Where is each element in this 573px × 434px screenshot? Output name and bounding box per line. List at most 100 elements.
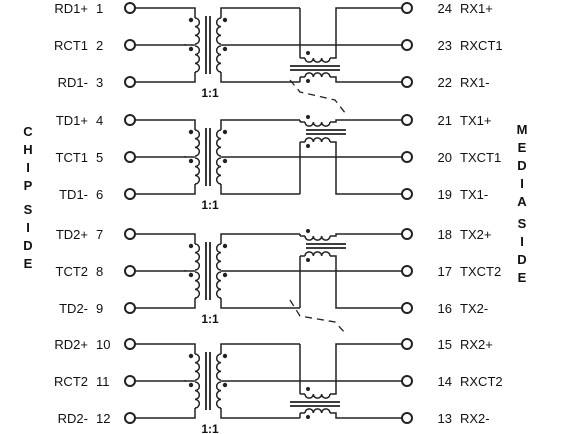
right-pin-number: 14 <box>438 374 452 389</box>
polarity-dot <box>222 158 228 164</box>
winding-coil <box>194 129 201 157</box>
left-pin-number: 1 <box>96 1 103 16</box>
secondary-lead <box>220 343 300 354</box>
turns-ratio-label: 1:1 <box>201 312 219 326</box>
right-pin-number: 22 <box>438 75 452 90</box>
right-pin-name: RX1+ <box>460 1 493 16</box>
polarity-dot <box>222 129 228 135</box>
chip-side-letter: S <box>24 202 33 217</box>
primary-lead <box>135 72 196 83</box>
secondary-lead <box>220 7 300 18</box>
media-side-letter: E <box>518 270 527 285</box>
media-side-letter: E <box>518 140 527 155</box>
right-pin-terminal <box>401 302 413 314</box>
polarity-dot <box>188 272 194 278</box>
right-pin-number: 18 <box>438 227 452 242</box>
secondary-lead <box>220 119 300 130</box>
center-tap-lead <box>135 270 186 272</box>
left-pin-number: 5 <box>96 150 103 165</box>
polarity-dot <box>306 229 310 233</box>
chip-side-letter: C <box>23 124 33 139</box>
left-pin-terminal <box>124 338 136 350</box>
secondary-lead <box>220 298 300 309</box>
right-pin-number: 19 <box>438 187 452 202</box>
right-pin-number: 23 <box>438 38 452 53</box>
choke-coil <box>304 121 331 127</box>
left-pin-terminal <box>124 76 136 88</box>
right-pin-terminal <box>401 151 413 163</box>
turns-ratio-label: 1:1 <box>201 198 219 212</box>
primary-lead <box>135 233 196 244</box>
choke-lead <box>330 255 402 309</box>
choke-coil <box>304 72 331 78</box>
right-pin-number: 21 <box>438 113 452 128</box>
choke-coil <box>304 408 331 414</box>
polarity-dot <box>306 258 310 262</box>
left-pin-terminal <box>124 188 136 200</box>
choke-coil <box>304 393 331 399</box>
right-pin-number: 20 <box>438 150 452 165</box>
chip-side-letter: D <box>23 238 32 253</box>
winding-coil <box>194 17 201 45</box>
polarity-dot <box>188 353 194 359</box>
secondary-lead <box>220 408 300 419</box>
chip-side-letter: I <box>26 160 30 175</box>
winding-coil <box>215 271 222 299</box>
left-pin-terminal <box>124 39 136 51</box>
right-pin-name: TXCT1 <box>460 150 501 165</box>
winding-coil <box>194 381 201 409</box>
left-pin-name: TD1- <box>59 187 88 202</box>
primary-lead <box>135 408 196 419</box>
left-pin-number: 7 <box>96 227 103 242</box>
primary-lead <box>135 298 196 309</box>
polarity-dot <box>306 144 310 148</box>
polarity-dot <box>222 17 228 23</box>
polarity-dot <box>306 79 310 83</box>
secondary-lead <box>220 184 300 195</box>
right-pin-number: 17 <box>438 264 452 279</box>
winding-coil <box>194 271 201 299</box>
polarity-dot <box>188 243 194 249</box>
chip-side-letter: E <box>24 256 33 271</box>
turns-ratio-label: 1:1 <box>201 86 219 100</box>
left-pin-terminal <box>124 375 136 387</box>
channel-2 <box>124 114 413 200</box>
left-pin-name: TD2- <box>59 301 88 316</box>
left-pin-terminal <box>124 265 136 277</box>
polarity-dot <box>222 382 228 388</box>
center-tap-lead <box>135 380 186 382</box>
media-side-letter: A <box>517 194 527 209</box>
left-pin-terminal <box>124 151 136 163</box>
turns-ratio-label: 1:1 <box>201 422 219 434</box>
polarity-dot <box>188 158 194 164</box>
left-pin-terminal <box>124 412 136 424</box>
left-pin-name: RD1+ <box>54 1 88 16</box>
left-pin-number: 8 <box>96 264 103 279</box>
winding-coil <box>215 243 222 271</box>
right-pin-name: RX2- <box>460 411 490 426</box>
primary-lead <box>135 184 196 195</box>
left-pin-name: TD1+ <box>56 113 88 128</box>
right-pin-terminal <box>401 76 413 88</box>
right-pin-name: TXCT2 <box>460 264 501 279</box>
polarity-dot <box>222 243 228 249</box>
right-pin-name: RXCT2 <box>460 374 503 389</box>
polarity-dot <box>188 382 194 388</box>
winding-coil <box>194 243 201 271</box>
secondary-lead <box>220 233 300 244</box>
choke-lead <box>330 343 402 395</box>
right-pin-name: TX1- <box>460 187 488 202</box>
choke-shield-link <box>289 79 347 115</box>
chip-side-letter: H <box>23 142 32 157</box>
right-pin-number: 15 <box>438 337 452 352</box>
left-pin-name: TD2+ <box>56 227 88 242</box>
primary-lead <box>135 7 196 18</box>
left-pin-number: 2 <box>96 38 103 53</box>
left-pin-number: 4 <box>96 113 103 128</box>
winding-coil <box>215 381 222 409</box>
left-pin-number: 6 <box>96 187 103 202</box>
polarity-dot <box>306 115 310 119</box>
